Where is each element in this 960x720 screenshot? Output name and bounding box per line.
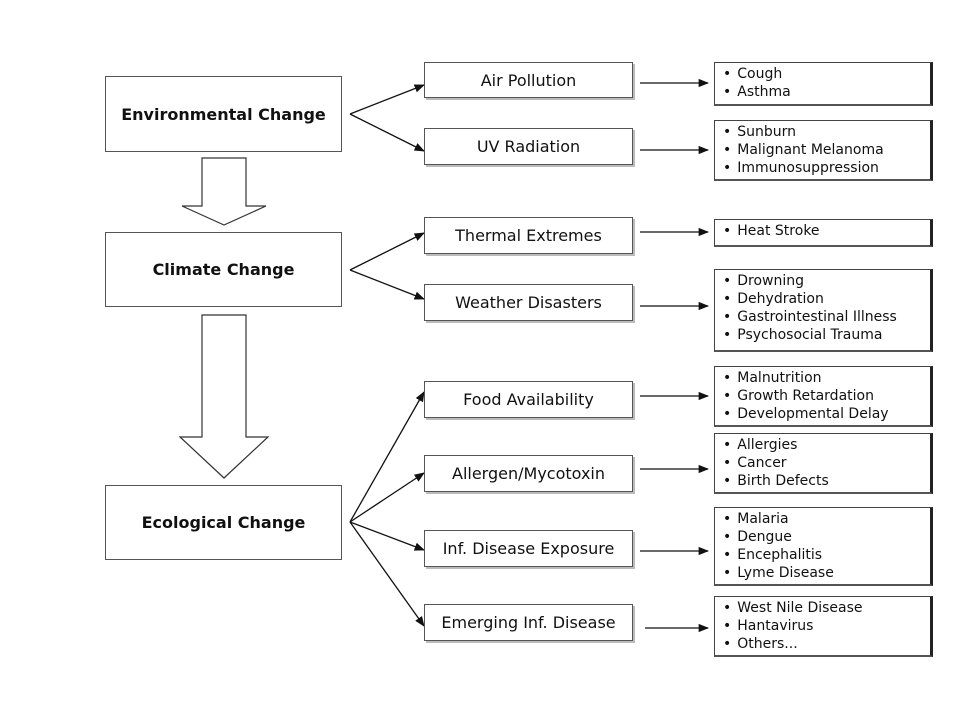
arrow-climate-to-thermal-extremes [349,232,425,271]
outcome-box-emerging-infectious-disease: West Nile Disease Hantavirus Others... [714,596,933,657]
outcome-item: Dengue [723,528,924,546]
outcome-box-allergen-mycotoxin: Allergies Cancer Birth Defects [714,433,933,494]
outcome-item: Birth Defects [723,472,924,490]
outcome-item: Hantavirus [723,617,924,635]
pathway-box-weather-disasters: Weather Disasters [424,284,633,321]
outcome-box-weather-disasters: Drowning Dehydration Gastrointestinal Il… [714,269,933,352]
outcome-list: Cough Asthma [723,65,924,101]
pathway-label: Inf. Disease Exposure [442,539,615,558]
arrow-environmental-to-air-pollution [349,84,425,115]
block-arrow-environmental-to-climate [181,157,267,226]
pathway-box-thermal-extremes: Thermal Extremes [424,217,633,254]
outcome-item: Developmental Delay [723,405,924,423]
outcome-list: Sunburn Malignant Melanoma Immunosuppres… [723,123,924,177]
arrow-environmental-to-uv-radiation [349,113,425,152]
outcome-list: Malnutrition Growth Retardation Developm… [723,369,924,423]
outcome-item: Gastrointestinal Illness [723,308,924,326]
pathway-box-air-pollution: Air Pollution [424,62,633,98]
outcome-item: Dehydration [723,290,924,308]
outcome-item: Immunosuppression [723,159,924,177]
arrow-ecological-to-infectious-exposure [349,521,425,551]
main-box-climate-change: Climate Change [105,232,342,307]
outcome-list: Heat Stroke [723,222,924,240]
outcome-item: Encephalitis [723,546,924,564]
arrow-climate-to-weather-disasters [349,269,425,300]
outcome-item: Malnutrition [723,369,924,387]
outcome-item: Asthma [723,83,924,101]
outcome-item: Malignant Melanoma [723,141,924,159]
outcome-list: West Nile Disease Hantavirus Others... [723,599,924,653]
arrow-ecological-to-emerging-disease [349,521,425,627]
outcome-item: Malaria [723,510,924,528]
outcome-item: Cancer [723,454,924,472]
outcome-box-food-availability: Malnutrition Growth Retardation Developm… [714,366,933,427]
arrow-ecological-to-allergen [349,472,425,523]
outcome-box-air-pollution: Cough Asthma [714,62,933,106]
pathway-box-uv-radiation: UV Radiation [424,128,633,165]
pathway-label: Weather Disasters [455,293,602,312]
pathway-label: Food Availability [463,390,594,409]
outcome-list: Allergies Cancer Birth Defects [723,436,924,490]
outcome-item: Growth Retardation [723,387,924,405]
pathway-label: Allergen/Mycotoxin [452,464,605,483]
outcome-item: West Nile Disease [723,599,924,617]
outcome-box-thermal-extremes: Heat Stroke [714,219,933,247]
outcome-item: Others... [723,635,924,653]
outcome-item: Drowning [723,272,924,290]
block-arrow-climate-to-ecological [178,314,270,479]
outcome-item: Allergies [723,436,924,454]
pathway-box-emerging-infectious-disease: Emerging Inf. Disease [424,604,633,641]
outcome-box-infectious-disease-exposure: Malaria Dengue Encephalitis Lyme Disease [714,507,933,586]
outcome-box-uv-radiation: Sunburn Malignant Melanoma Immunosuppres… [714,120,933,181]
main-label: Climate Change [152,260,295,279]
arrow-ecological-to-food-availability [349,391,425,523]
main-label: Environmental Change [121,104,326,124]
outcome-item: Cough [723,65,924,83]
main-box-ecological-change: Ecological Change [105,485,342,560]
outcome-item: Psychosocial Trauma [723,326,924,344]
pathway-label: Thermal Extremes [455,226,602,245]
outcome-item: Heat Stroke [723,222,924,240]
pathway-box-food-availability: Food Availability [424,381,633,418]
pathway-box-infectious-disease-exposure: Inf. Disease Exposure [424,530,633,567]
outcome-list: Drowning Dehydration Gastrointestinal Il… [723,272,924,344]
main-label: Ecological Change [141,513,306,532]
pathway-box-allergen-mycotoxin: Allergen/Mycotoxin [424,455,633,492]
outcome-list: Malaria Dengue Encephalitis Lyme Disease [723,510,924,582]
main-box-environmental-change: Environmental Change [105,76,342,152]
outcome-item: Lyme Disease [723,564,924,582]
pathway-label: Air Pollution [480,70,577,90]
outcome-item: Sunburn [723,123,924,141]
pathway-label: Emerging Inf. Disease [441,613,616,632]
pathway-label: UV Radiation [476,137,581,156]
